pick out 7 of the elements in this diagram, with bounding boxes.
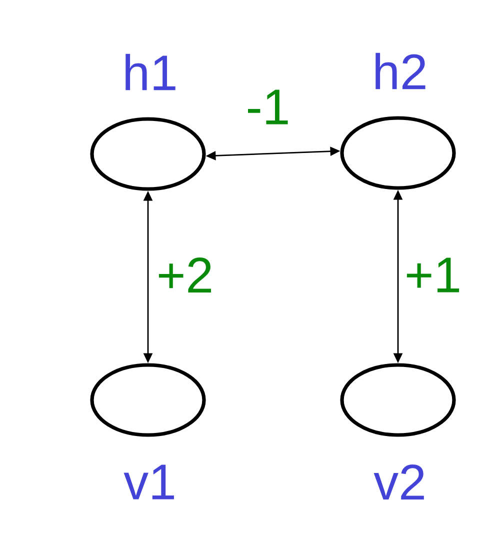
node-label: h1 — [126, 54, 176, 90]
node-label: h2 — [376, 52, 426, 90]
node-label: v2 — [374, 464, 424, 500]
edge-label: +1 — [404, 256, 462, 294]
node-label: v1 — [124, 464, 174, 500]
edge-label: +2 — [156, 256, 214, 294]
edge-label: -1 — [244, 88, 292, 126]
